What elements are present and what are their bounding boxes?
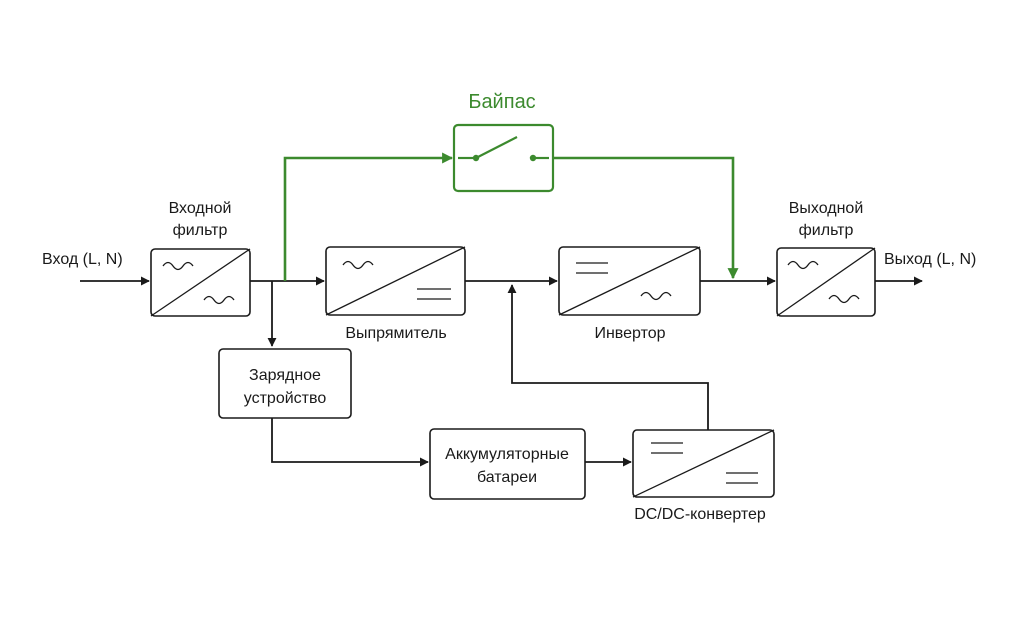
inverter-block — [558, 246, 701, 316]
input-filter-block — [150, 248, 251, 317]
inverter-label: Инвертор — [594, 325, 665, 342]
charger-label-line1: Зарядное — [249, 367, 321, 384]
dcdc-to-dcbus-arrow — [507, 284, 709, 430]
charger-block — [218, 348, 352, 419]
rectifier-label: Выпрямитель — [345, 325, 446, 342]
switch-icon — [475, 136, 518, 159]
output-filter-label-line2: фильтр — [799, 222, 854, 239]
input-filter-label-line1: Входной — [169, 200, 232, 217]
input-label: Вход (L, N) — [42, 251, 123, 268]
ac-wave-icon — [828, 294, 860, 304]
batteries-label-line1: Аккумуляторные — [445, 446, 569, 463]
rectifier-block — [325, 246, 466, 316]
bypass-switch-block — [452, 123, 555, 193]
bypass-label: Байпас — [468, 91, 535, 113]
ac-wave-icon — [162, 261, 194, 271]
ac-wave-icon — [640, 291, 672, 301]
ac-wave-icon — [787, 260, 819, 270]
input-filter-label-line2: фильтр — [173, 222, 228, 239]
dcdc-converter-block — [632, 429, 775, 498]
dcdc-converter-label: DC/DC-конвертер — [634, 506, 766, 523]
output-filter-label-line1: Выходной — [789, 200, 864, 217]
bypass-return-arrow — [553, 156, 739, 280]
output-filter-block — [776, 247, 876, 317]
batteries-label-line2: батареи — [477, 469, 537, 486]
charger-to-batteries-arrow — [271, 418, 429, 467]
bypass-feed-arrow — [283, 152, 454, 281]
output-label: Выход (L, N) — [884, 251, 976, 268]
ac-wave-icon — [342, 260, 374, 270]
batteries-block — [429, 428, 586, 500]
ac-wave-icon — [203, 295, 235, 305]
charger-label-line2: устройство — [244, 390, 327, 407]
